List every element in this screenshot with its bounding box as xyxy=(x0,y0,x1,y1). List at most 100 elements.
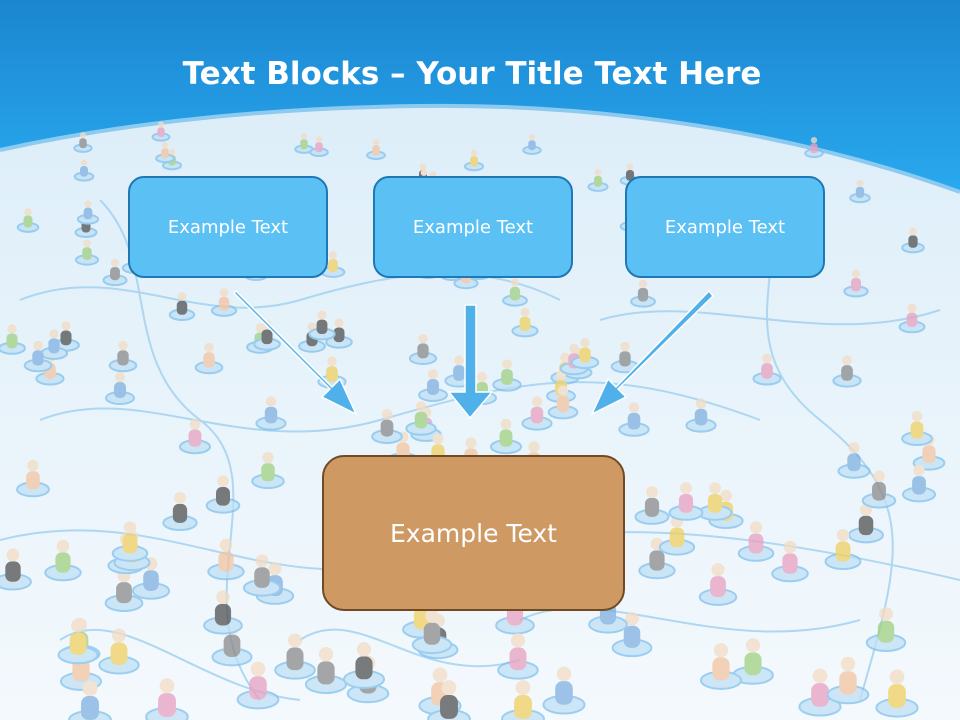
crowd-figure-body xyxy=(499,429,513,447)
crowd-figure-body xyxy=(83,207,93,220)
crowd-figure-body xyxy=(427,379,439,395)
crowd-figure-head xyxy=(84,200,92,208)
crowd-figure-head xyxy=(528,134,536,141)
crowd-figure-head xyxy=(33,340,43,351)
crowd-figure-body xyxy=(910,421,924,439)
crowd-figure-head xyxy=(24,208,32,216)
crowd-figure-body xyxy=(453,365,465,381)
crowd-figure-head xyxy=(80,159,88,167)
text-block-top-right[interactable]: Example Text xyxy=(625,176,825,278)
crowd-figure-head xyxy=(510,278,520,287)
crowd-figure-body xyxy=(110,642,128,666)
crowd-figure-head xyxy=(528,441,540,453)
crowd-figure-head xyxy=(262,451,274,464)
crowd-figure-body xyxy=(26,471,40,490)
crowd-figure-body xyxy=(223,634,241,657)
text-block-top-left[interactable]: Example Text xyxy=(128,176,328,278)
crowd-figure-body xyxy=(333,327,345,343)
crowd-figure-body xyxy=(850,277,862,292)
crowd-figure-body xyxy=(300,139,308,150)
crowd-figure-head xyxy=(432,433,444,445)
crowd-figure-head xyxy=(695,398,707,409)
crowd-figure-head xyxy=(848,442,860,454)
text-block-bottom-center[interactable]: Example Text xyxy=(322,455,625,611)
crowd-figure-body xyxy=(440,695,458,719)
crowd-figure-body xyxy=(593,175,603,187)
crowd-figure-head xyxy=(625,611,639,626)
crowd-figure-body xyxy=(23,215,33,228)
crowd-figure-body xyxy=(470,156,478,167)
crowd-figure-body xyxy=(858,515,874,536)
crowd-figure-head xyxy=(71,618,85,633)
crowd-figure-head xyxy=(425,608,439,623)
crowd-figure-head xyxy=(177,292,187,301)
crowd-figure-body xyxy=(748,533,764,554)
crowd-figure-head xyxy=(557,385,569,396)
crowd-figure-head xyxy=(879,607,893,621)
crowd-figure-head xyxy=(114,371,126,382)
crowd-figure-head xyxy=(255,554,269,568)
crowd-figure-head xyxy=(418,333,428,344)
crowd-figure-body xyxy=(707,493,723,513)
crowd-figure-head xyxy=(749,521,763,534)
crowd-figure-head xyxy=(83,239,91,248)
crowd-figure-body xyxy=(80,166,88,177)
crowd-figure-head xyxy=(465,437,477,449)
arrow-right-diagonal xyxy=(590,289,715,416)
crowd-figure-body xyxy=(157,127,165,138)
crowd-figure-head xyxy=(315,136,323,143)
crowd-nodes xyxy=(0,121,946,720)
crowd-figure-head xyxy=(520,307,530,317)
crowd-figure-body xyxy=(81,696,99,720)
crowd-figure-body xyxy=(249,676,267,700)
crowd-figure-body xyxy=(623,625,641,648)
crowd-figure-body xyxy=(841,365,853,381)
crowd-figure-body xyxy=(69,632,87,655)
crowd-figure-body xyxy=(261,329,273,345)
crowd-figure-body xyxy=(528,140,536,151)
crowd-figure-head xyxy=(334,318,344,328)
crowd-figure-body xyxy=(48,338,60,354)
crowd-figure-body xyxy=(355,656,373,680)
crowd-figure-head xyxy=(56,539,70,553)
text-block-top-center[interactable]: Example Text xyxy=(373,176,573,278)
crowd-figure-head xyxy=(626,163,634,170)
crowd-figure-body xyxy=(143,570,159,591)
title-rest-part: Your Title Text Here xyxy=(416,56,762,92)
crowd-figure-head xyxy=(470,149,478,157)
crowd-figure-body xyxy=(214,603,232,626)
crowd-figure-body xyxy=(317,661,335,685)
crowd-figure-head xyxy=(265,396,277,407)
crowd-figure-head xyxy=(174,491,186,504)
crowd-figure-head xyxy=(510,633,526,648)
crowd-figure-head xyxy=(428,369,438,380)
crowd-figure-body xyxy=(372,145,380,156)
crowd-figure-body xyxy=(176,300,188,315)
crowd-figure-body xyxy=(556,395,570,413)
crowd-figure-head xyxy=(873,470,885,483)
crowd-figure-head xyxy=(476,371,488,382)
crowd-figure-head xyxy=(7,324,17,334)
crowd-figure-body xyxy=(414,411,428,429)
crowd-figure-body xyxy=(519,316,531,331)
crowd-figure-body xyxy=(906,312,918,327)
crowd-figure-head xyxy=(157,121,165,128)
crowd-figure-head xyxy=(419,163,427,170)
crowd-figure-head xyxy=(27,459,39,472)
crowd-figure-head xyxy=(441,680,457,696)
text-block-label: Example Text xyxy=(412,216,534,238)
crowd-figure-body xyxy=(888,684,906,708)
crowd-figure-body xyxy=(5,561,21,582)
crowd-figure-body xyxy=(855,186,865,198)
crowd-figure-head xyxy=(161,141,169,149)
crowd-figure-body xyxy=(744,652,762,676)
crowd-figure-head xyxy=(317,310,327,320)
crowd-figure-body xyxy=(912,476,926,495)
crowd-figure-body xyxy=(509,647,527,671)
crowd-figure-head xyxy=(515,680,531,696)
crowd-figure-body xyxy=(811,683,829,707)
crowd-figure-body xyxy=(315,142,323,153)
crowd-figure-body xyxy=(203,352,215,368)
crowd-figure-head xyxy=(159,678,175,694)
crowd-figure-head xyxy=(432,667,448,683)
